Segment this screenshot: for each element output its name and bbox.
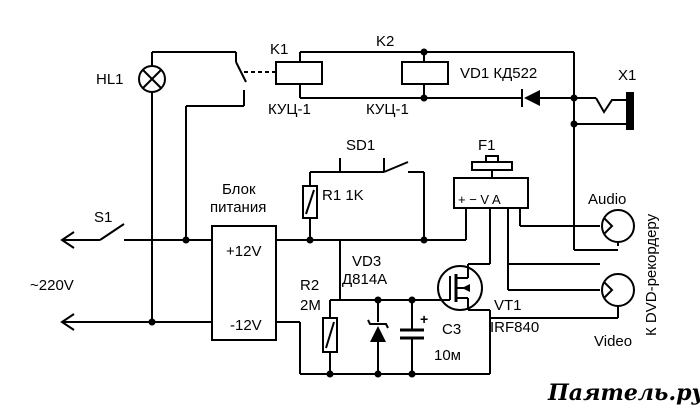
r1-resistor	[302, 185, 318, 219]
power-supply-block	[211, 225, 277, 341]
label-kuc1-b: КУЦ-1	[366, 101, 409, 118]
label-vt1-part: IRF840	[490, 319, 539, 336]
s1-switch-blade	[99, 223, 125, 241]
label-r2-value: 2M	[300, 297, 321, 314]
vd3-zener	[367, 300, 389, 374]
label-r2: R2	[300, 277, 319, 294]
label-c3: C3	[442, 321, 461, 338]
label-sd1: SD1	[346, 137, 375, 154]
label-f1: F1	[478, 137, 496, 154]
k1-contact	[185, 61, 276, 240]
label-hl1: HL1	[96, 71, 124, 88]
vd1-diode	[490, 89, 574, 107]
label-x1: X1	[618, 67, 636, 84]
r2-resistor	[322, 300, 338, 374]
label-vd1: VD1 КД522	[460, 65, 537, 82]
label-minus12v: -12V	[230, 317, 262, 334]
audio-jack	[601, 209, 635, 246]
watermark: Паяmель.ру	[547, 380, 700, 406]
label-audio: Audio	[588, 191, 626, 208]
video-jack	[601, 273, 635, 318]
label-c3-plus: +	[420, 311, 428, 327]
c3-capacitor	[400, 300, 424, 374]
f1-module	[453, 155, 529, 209]
label-kuc1-a: КУЦ-1	[268, 101, 311, 118]
mains-lines	[60, 223, 212, 331]
label-mains: ~220V	[30, 277, 74, 294]
hl1-lamp	[138, 65, 166, 93]
label-c3-value: 10м	[434, 347, 461, 364]
label-psu-line1: Блок	[222, 181, 256, 198]
label-f1-terminals: + − V A	[458, 192, 501, 207]
label-dvd: К DVD-рекордеру	[643, 213, 660, 336]
k1-relay-coil	[275, 61, 323, 85]
label-k1: K1	[270, 41, 288, 58]
label-psu-line2: питания	[210, 199, 266, 216]
label-r1: R1 1K	[322, 187, 364, 204]
label-plus12v: +12V	[226, 243, 261, 260]
sd1-switch	[339, 158, 424, 173]
label-vd3-part: Д814А	[342, 271, 387, 288]
label-video: Video	[594, 333, 632, 350]
label-k2: K2	[376, 33, 394, 50]
label-vd3: VD3	[352, 253, 381, 270]
label-s1: S1	[94, 209, 112, 226]
k2-relay-coil	[401, 61, 449, 85]
x1-jack	[574, 92, 634, 130]
label-vt1: VT1	[494, 297, 522, 314]
vt1-mosfet	[437, 264, 483, 311]
